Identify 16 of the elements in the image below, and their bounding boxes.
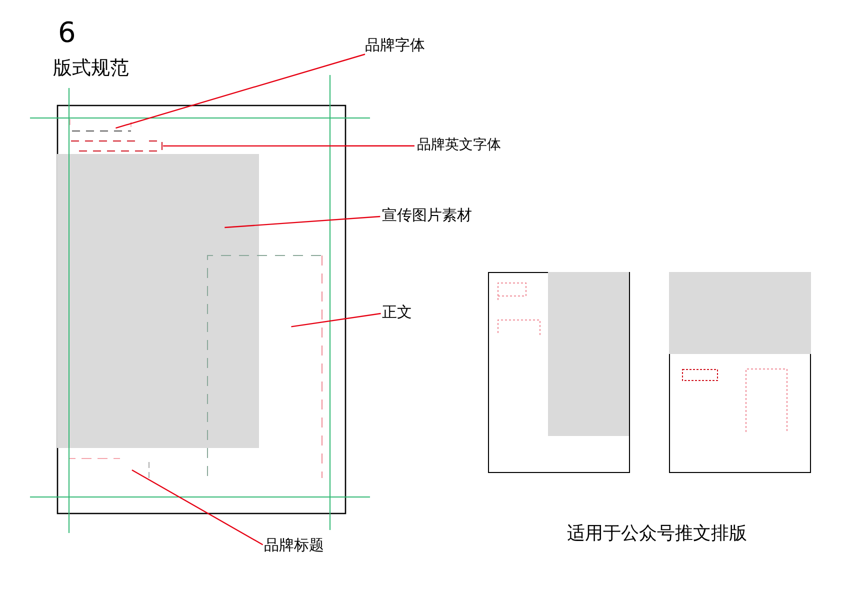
leader-line: [291, 312, 381, 328]
caption-text: 适用于公众号推文排版: [567, 524, 747, 544]
callout-label: 品牌英文字体: [417, 137, 501, 154]
page-title: 版式规范: [53, 58, 129, 79]
english-font-area: [69, 138, 163, 153]
body-text-area: [207, 255, 324, 479]
leader-line: [132, 469, 264, 546]
callout-label: 宣传图片素材: [382, 207, 472, 224]
section-number: 6: [58, 18, 76, 49]
callout-label: 品牌标题: [264, 537, 324, 554]
callout-label: 正文: [382, 304, 412, 322]
leader-line: [224, 216, 380, 228]
leader-line: [163, 145, 414, 147]
photo-area: [57, 154, 259, 448]
callout-label: 品牌字体: [365, 37, 425, 54]
leader-line: [116, 54, 366, 129]
